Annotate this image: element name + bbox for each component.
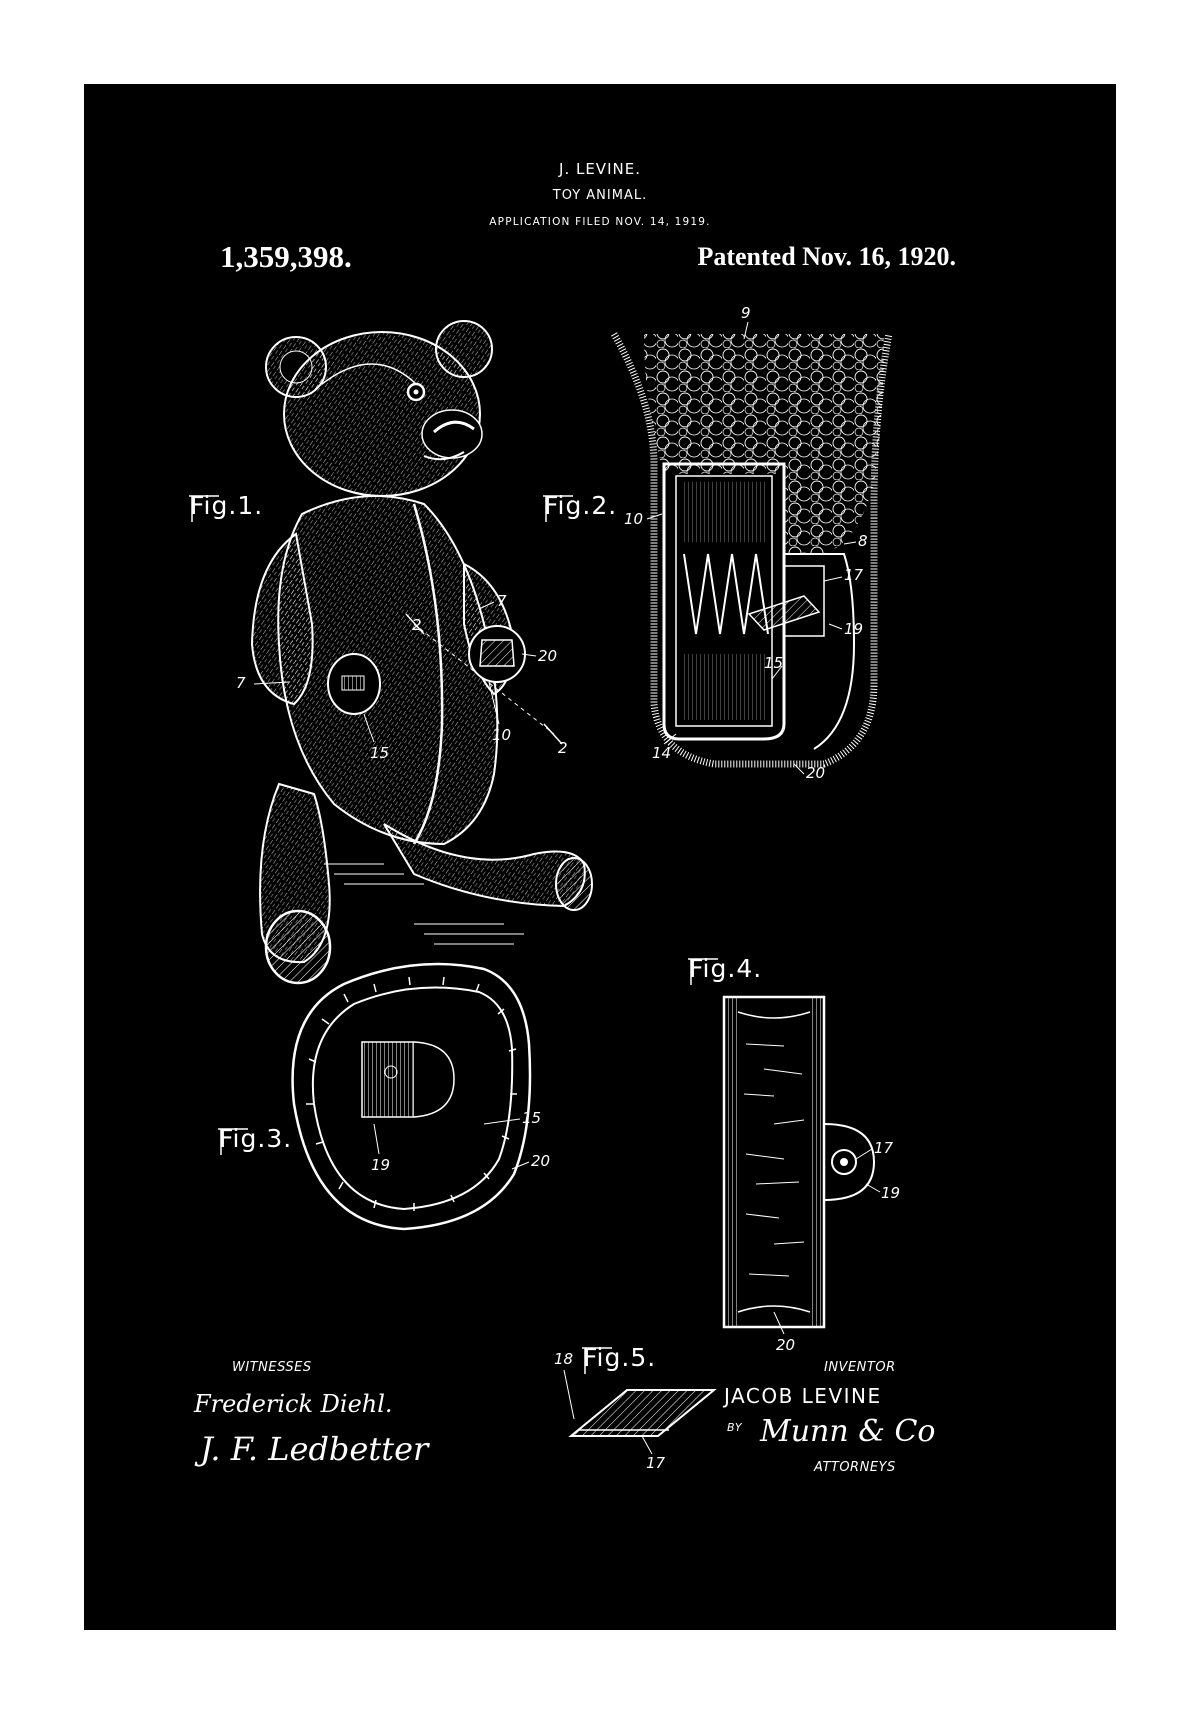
ref-number: 7 (497, 592, 507, 610)
ref-number: 18 (554, 1350, 574, 1368)
ref-number: 15 (370, 744, 390, 762)
fig1-label: Fig.1. (190, 491, 264, 520)
ref-number: 20 (806, 764, 826, 782)
fig1-teddy-bear (250, 320, 593, 985)
attorney-signature: Munn & Co (760, 1414, 936, 1449)
ref-number: 20 (538, 647, 558, 665)
ref-number: 2 (412, 616, 422, 634)
ref-number: 20 (776, 1336, 796, 1354)
ref-number: 9 (741, 304, 751, 322)
witnesses-label: WITNESSES (232, 1360, 312, 1375)
witness-signature-1: Frederick Diehl. (194, 1390, 393, 1418)
patent-drawings (189, 320, 893, 1455)
witness-signature-2: J. F. Ledbetter (200, 1430, 429, 1468)
inventor-name: JACOB LEVINE (724, 1384, 882, 1408)
ref-number: 10 (492, 726, 512, 744)
inventor-label: INVENTOR (824, 1360, 896, 1375)
ref-number: 15 (764, 654, 784, 672)
ref-number: 2 (558, 739, 568, 757)
ref-number: 19 (844, 620, 864, 638)
ref-number: 20 (531, 1152, 551, 1170)
patent-date: Patented Nov. 16, 1920. (697, 242, 956, 271)
application-filed-line: APPLICATION FILED NOV. 14, 1919. (489, 216, 711, 228)
ref-number: 19 (881, 1184, 901, 1202)
fig4-disc-side (722, 995, 881, 1335)
ref-number: 19 (371, 1156, 391, 1174)
fig3-label: Fig.3. (219, 1124, 293, 1153)
ref-number: 8 (858, 532, 868, 550)
invention-title: TOY ANIMAL. (552, 188, 648, 203)
fig3-disc-front (291, 962, 532, 1231)
ref-number: 14 (652, 744, 672, 762)
patent-sheet: J. LEVINE. TOY ANIMAL. APPLICATION FILED… (84, 84, 1116, 1630)
patent-number: 1,359,398. (220, 239, 352, 274)
ref-number: 10 (624, 510, 644, 528)
fig4-label: Fig.4. (689, 954, 763, 983)
fig2-label: Fig.2. (544, 491, 618, 520)
ref-number: 7 (236, 674, 246, 692)
ref-number: 17 (844, 566, 864, 584)
ref-number: 17 (646, 1454, 666, 1472)
fig2-cross-section (610, 321, 893, 775)
attorneys-label: ATTORNEYS (814, 1460, 896, 1475)
ref-number: 17 (874, 1139, 894, 1157)
ref-number: 15 (522, 1109, 542, 1127)
inventor-heading: J. LEVINE. (559, 160, 641, 178)
by-label: BY (727, 1421, 743, 1434)
fig5-label: Fig.5. (583, 1343, 657, 1372)
fig5-reed (563, 1369, 717, 1455)
